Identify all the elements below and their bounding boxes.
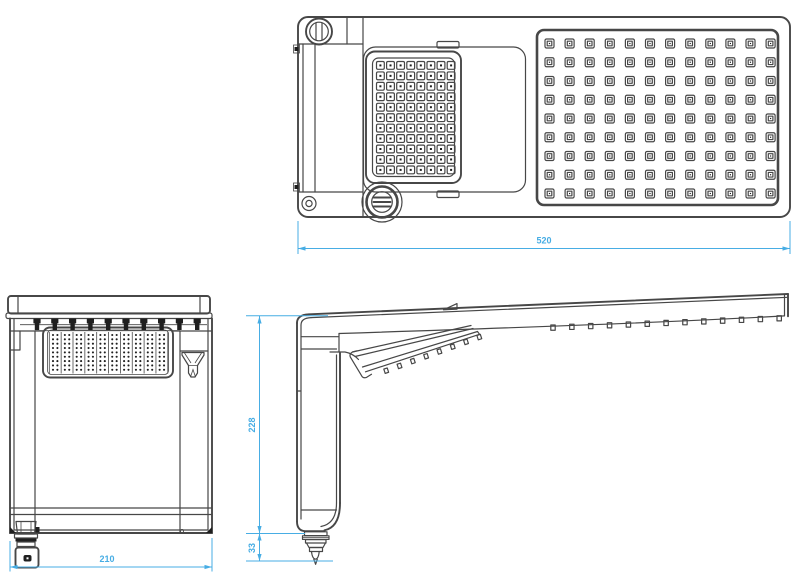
main-spray-plate [535, 28, 780, 207]
front-spray-panel [42, 326, 174, 379]
top-view: 520 [293, 16, 791, 254]
top-view-main-spray-grid [544, 38, 776, 199]
dimension-label-520: 520 [536, 236, 551, 246]
screw-icon [305, 17, 333, 46]
side-view-head-nozzles [383, 333, 483, 375]
side-inlet-fitting [301, 531, 330, 565]
dimension-label-228: 228 [247, 417, 257, 432]
dimension-label-33: 33 [247, 543, 257, 553]
mount-hole-icon [301, 195, 317, 212]
top-view-small-spray-grid [375, 60, 456, 175]
top-view-outline [297, 16, 791, 218]
hanger-tab-icon [442, 303, 458, 311]
front-view: 210 [5, 295, 213, 572]
front-view-spray-texture [48, 332, 169, 374]
side-view: 228 33 [246, 293, 789, 565]
dimension-width-520: 520 [297, 221, 791, 254]
dimension-width-210: 210 [9, 538, 213, 572]
side-arm-top-edge [308, 293, 789, 316]
dimension-height-228: 228 [246, 315, 328, 534]
dimension-inlet-33: 33 [246, 533, 333, 562]
front-cap [7, 295, 211, 315]
front-view-nozzle-teeth [33, 318, 201, 330]
side-clip-icon [293, 44, 300, 192]
dimension-label-210: 210 [99, 554, 114, 564]
control-knob-icon [361, 181, 403, 223]
side-view-arm-nozzles [550, 315, 783, 331]
side-arm-underside [338, 315, 786, 335]
hand-spray-door [362, 40, 527, 199]
front-inlet-fitting [13, 520, 40, 569]
funnel-spout-icon [181, 351, 205, 378]
side-hand-spray-head [349, 324, 483, 379]
